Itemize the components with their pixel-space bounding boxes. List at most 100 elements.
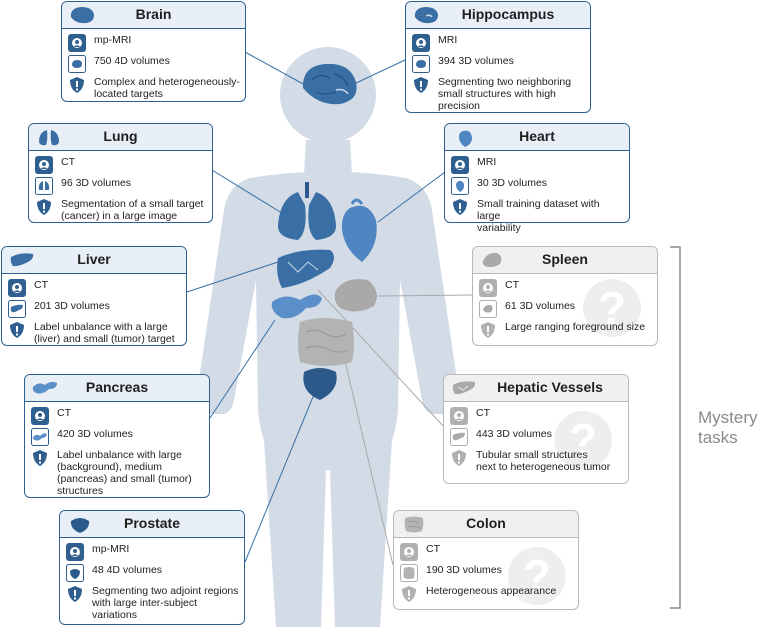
prostate-task-card: Prostate mp-MRI 48 4D volumes Segmenting… bbox=[59, 510, 245, 625]
alert-shield-icon bbox=[414, 77, 428, 93]
volumes-text: 190 3D volumes bbox=[426, 564, 502, 576]
hippocampus-organ bbox=[335, 88, 349, 95]
modality-text: CT bbox=[476, 407, 490, 419]
card-header bbox=[445, 124, 629, 151]
volumes-text: 394 3D volumes bbox=[438, 55, 514, 67]
card-header bbox=[60, 511, 244, 538]
liver-task-card: Liver CT 201 3D volumes Label unbalance … bbox=[1, 246, 187, 346]
volumes-row: 96 3D volumes bbox=[35, 177, 208, 195]
person-scan-icon bbox=[68, 34, 86, 52]
spleen-icon bbox=[482, 252, 502, 268]
volumes-row: 443 3D volumes bbox=[450, 428, 624, 446]
mystery-connector-lines bbox=[317, 289, 473, 566]
challenge-row: Heterogeneous appearance bbox=[400, 585, 574, 603]
hepatic-vessels-task-card: Hepatic Vessels ? CT 443 3D volumes Tubu… bbox=[443, 374, 629, 484]
lung-task-card: Lung CT 96 3D volumes Segmentation of a … bbox=[28, 123, 213, 223]
modality-row: mp-MRI bbox=[68, 34, 241, 52]
question-mark-icon: ? bbox=[554, 411, 612, 469]
person-scan-icon bbox=[31, 407, 49, 425]
modality-text: CT bbox=[426, 543, 440, 555]
volume-icon bbox=[68, 55, 86, 73]
card-header bbox=[29, 124, 212, 151]
heart-task-card: Heart MRI 30 3D volumes Small training d… bbox=[444, 123, 630, 234]
person-scan-icon bbox=[400, 543, 418, 561]
colon-organ bbox=[298, 318, 354, 366]
alert-shield-icon bbox=[70, 77, 84, 93]
person-scan-icon bbox=[450, 407, 468, 425]
volumes-text: 750 4D volumes bbox=[94, 55, 170, 67]
heart-icon bbox=[459, 130, 472, 147]
volume-icon bbox=[66, 564, 84, 582]
person-scan-icon bbox=[8, 279, 26, 297]
alert-shield-icon bbox=[453, 199, 467, 215]
volume-icon bbox=[31, 428, 49, 446]
lung-organ bbox=[277, 182, 337, 240]
challenge-text: Segmentation of a small target (cancer) … bbox=[61, 198, 204, 222]
card-title: Pancreas bbox=[85, 379, 149, 395]
card-title: Hippocampus bbox=[461, 6, 555, 22]
challenge-text: Segmenting two adjoint regions with larg… bbox=[92, 585, 239, 621]
modality-row: MRI bbox=[412, 34, 586, 52]
card-title: Heart bbox=[519, 128, 555, 144]
modality-text: MRI bbox=[477, 156, 497, 168]
challenge-row: Label unbalance with a large (liver) and… bbox=[8, 321, 182, 345]
spleen-task-card: Spleen ? CT 61 3D volumes Large ranging … bbox=[472, 246, 658, 346]
volumes-text: 96 3D volumes bbox=[61, 177, 132, 189]
challenge-text: Label unbalance with a large (liver) and… bbox=[34, 321, 175, 345]
pancreas-task-card: Pancreas CT 420 3D volumes Label unbalan… bbox=[24, 374, 210, 498]
challenge-row: Large ranging foreground size bbox=[479, 321, 653, 339]
volumes-row: 190 3D volumes bbox=[400, 564, 574, 582]
challenge-text: Heterogeneous appearance bbox=[426, 585, 557, 597]
card-header bbox=[444, 375, 628, 402]
modality-text: CT bbox=[34, 279, 48, 291]
modality-text: mp-MRI bbox=[92, 543, 130, 555]
volumes-row: 48 4D volumes bbox=[66, 564, 240, 582]
lung-icon bbox=[39, 130, 59, 146]
modality-row: MRI bbox=[451, 156, 625, 174]
card-title: Colon bbox=[466, 515, 506, 531]
modality-row: CT bbox=[31, 407, 205, 425]
volume-icon bbox=[400, 564, 418, 582]
volume-icon bbox=[412, 55, 430, 73]
person-scan-icon bbox=[479, 279, 497, 297]
hepatic-vessels-icon bbox=[452, 381, 476, 395]
card-header bbox=[2, 247, 186, 274]
challenge-row: Label unbalance with large (background),… bbox=[31, 449, 205, 497]
pancreas-icon bbox=[32, 381, 57, 394]
colon-icon bbox=[404, 516, 424, 533]
card-title: Spleen bbox=[542, 251, 588, 267]
alert-shield-icon bbox=[37, 199, 51, 215]
volumes-text: 201 3D volumes bbox=[34, 300, 110, 312]
question-mark-icon: ? bbox=[508, 547, 566, 605]
volumes-row: 201 3D volumes bbox=[8, 300, 182, 318]
card-header bbox=[25, 375, 209, 402]
spleen-organ bbox=[334, 279, 377, 312]
challenge-text: Complex and heterogeneously- located tar… bbox=[94, 76, 240, 100]
alert-shield-icon bbox=[10, 322, 24, 338]
brain-icon bbox=[70, 7, 94, 24]
volumes-row: 30 3D volumes bbox=[451, 177, 625, 195]
connector-lines bbox=[186, 51, 446, 563]
volumes-text: 48 4D volumes bbox=[92, 564, 163, 576]
volumes-row: 750 4D volumes bbox=[68, 55, 241, 73]
volumes-text: 420 3D volumes bbox=[57, 428, 133, 440]
modality-row: CT bbox=[450, 407, 624, 425]
person-scan-icon bbox=[451, 156, 469, 174]
volumes-row: 394 3D volumes bbox=[412, 55, 586, 73]
card-title: Liver bbox=[77, 251, 111, 267]
volumes-text: 61 3D volumes bbox=[505, 300, 576, 312]
modality-row: CT bbox=[479, 279, 653, 297]
challenge-row: Complex and heterogeneously- located tar… bbox=[68, 76, 241, 100]
modality-text: CT bbox=[57, 407, 71, 419]
volume-icon bbox=[479, 300, 497, 318]
challenge-text: Small training dataset with large variab… bbox=[477, 198, 600, 234]
card-title: Lung bbox=[103, 128, 138, 144]
hippocampus-task-card: Hippocampus MRI 394 3D volumes Segmentin… bbox=[405, 1, 591, 113]
brain-task-card: Brain mp-MRI 750 4D volumes Complex and … bbox=[61, 1, 246, 102]
card-title: Prostate bbox=[123, 515, 181, 531]
challenge-text: Segmenting two neighboring small structu… bbox=[438, 76, 572, 112]
mystery-bracket bbox=[670, 246, 681, 609]
card-header bbox=[473, 247, 657, 274]
challenge-row: Tubular small structures next to heterog… bbox=[450, 449, 624, 473]
